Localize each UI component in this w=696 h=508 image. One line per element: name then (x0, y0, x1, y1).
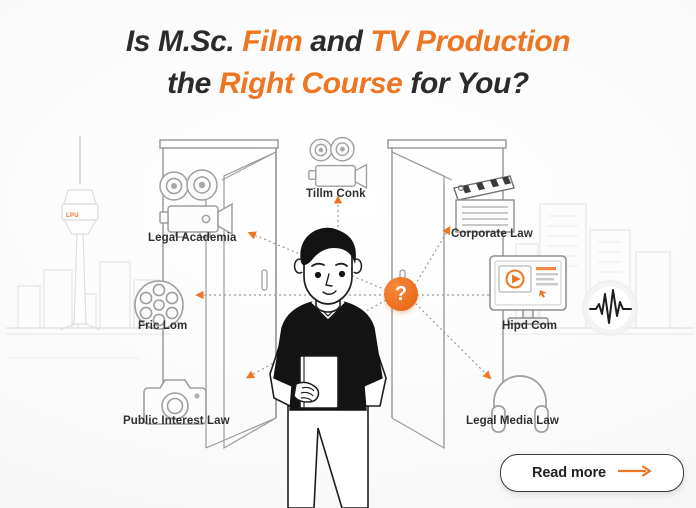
title-seg-4: for You? (402, 66, 529, 100)
title-seg-3: the (167, 66, 219, 100)
title-seg-2: and (302, 25, 371, 58)
photo-camera-icon (143, 379, 207, 425)
lpu-brand-tag: LPU (66, 213, 79, 219)
page-title: Is M.Sc. Film and TV Production the Righ… (0, 22, 696, 103)
title-accent-film: Film (242, 25, 303, 58)
node-label-public-interest-law: Public Interest Law (123, 415, 230, 427)
read-more-button[interactable]: Read more (500, 454, 684, 492)
node-label-legal-media-law: Legal Media Law (466, 415, 559, 427)
clapperboard-icon (453, 175, 515, 233)
title-accent-right-course: Right Course (218, 66, 403, 100)
node-label-legal-academia: Legal Academia (148, 232, 237, 244)
node-label-fric-lom: Fric Lom (138, 320, 188, 332)
node-label-hipd-com: Hipd Com (502, 320, 558, 332)
movie-camera-icon-left (159, 169, 233, 238)
read-more-label: Read more (531, 465, 607, 481)
movie-camera-icon-top (308, 136, 368, 190)
node-label-tillm-conk: Tillm Conk (306, 188, 366, 200)
arrow-right-icon (616, 464, 652, 482)
title-accent-tv-production: TV Production (370, 25, 571, 58)
node-label-corporate-law: Corporate Law (451, 228, 533, 240)
lpu-tower-icon (59, 136, 101, 331)
page-title-line-1: Is M.Sc. Film and TV Production (30, 22, 666, 62)
audio-waveform-icon (582, 280, 638, 336)
illustration-scene (0, 118, 696, 508)
connector-solid-lines (221, 151, 453, 181)
monitor-play-icon (489, 255, 567, 325)
question-mark-badge: ? (384, 277, 418, 311)
film-reel-icon (134, 280, 184, 330)
student-with-book-illustration (269, 227, 387, 508)
title-seg-1: Is M.Sc. (125, 25, 243, 58)
page-title-line-2: the Right Course for You? (30, 64, 666, 104)
headphones-icon (491, 375, 549, 433)
